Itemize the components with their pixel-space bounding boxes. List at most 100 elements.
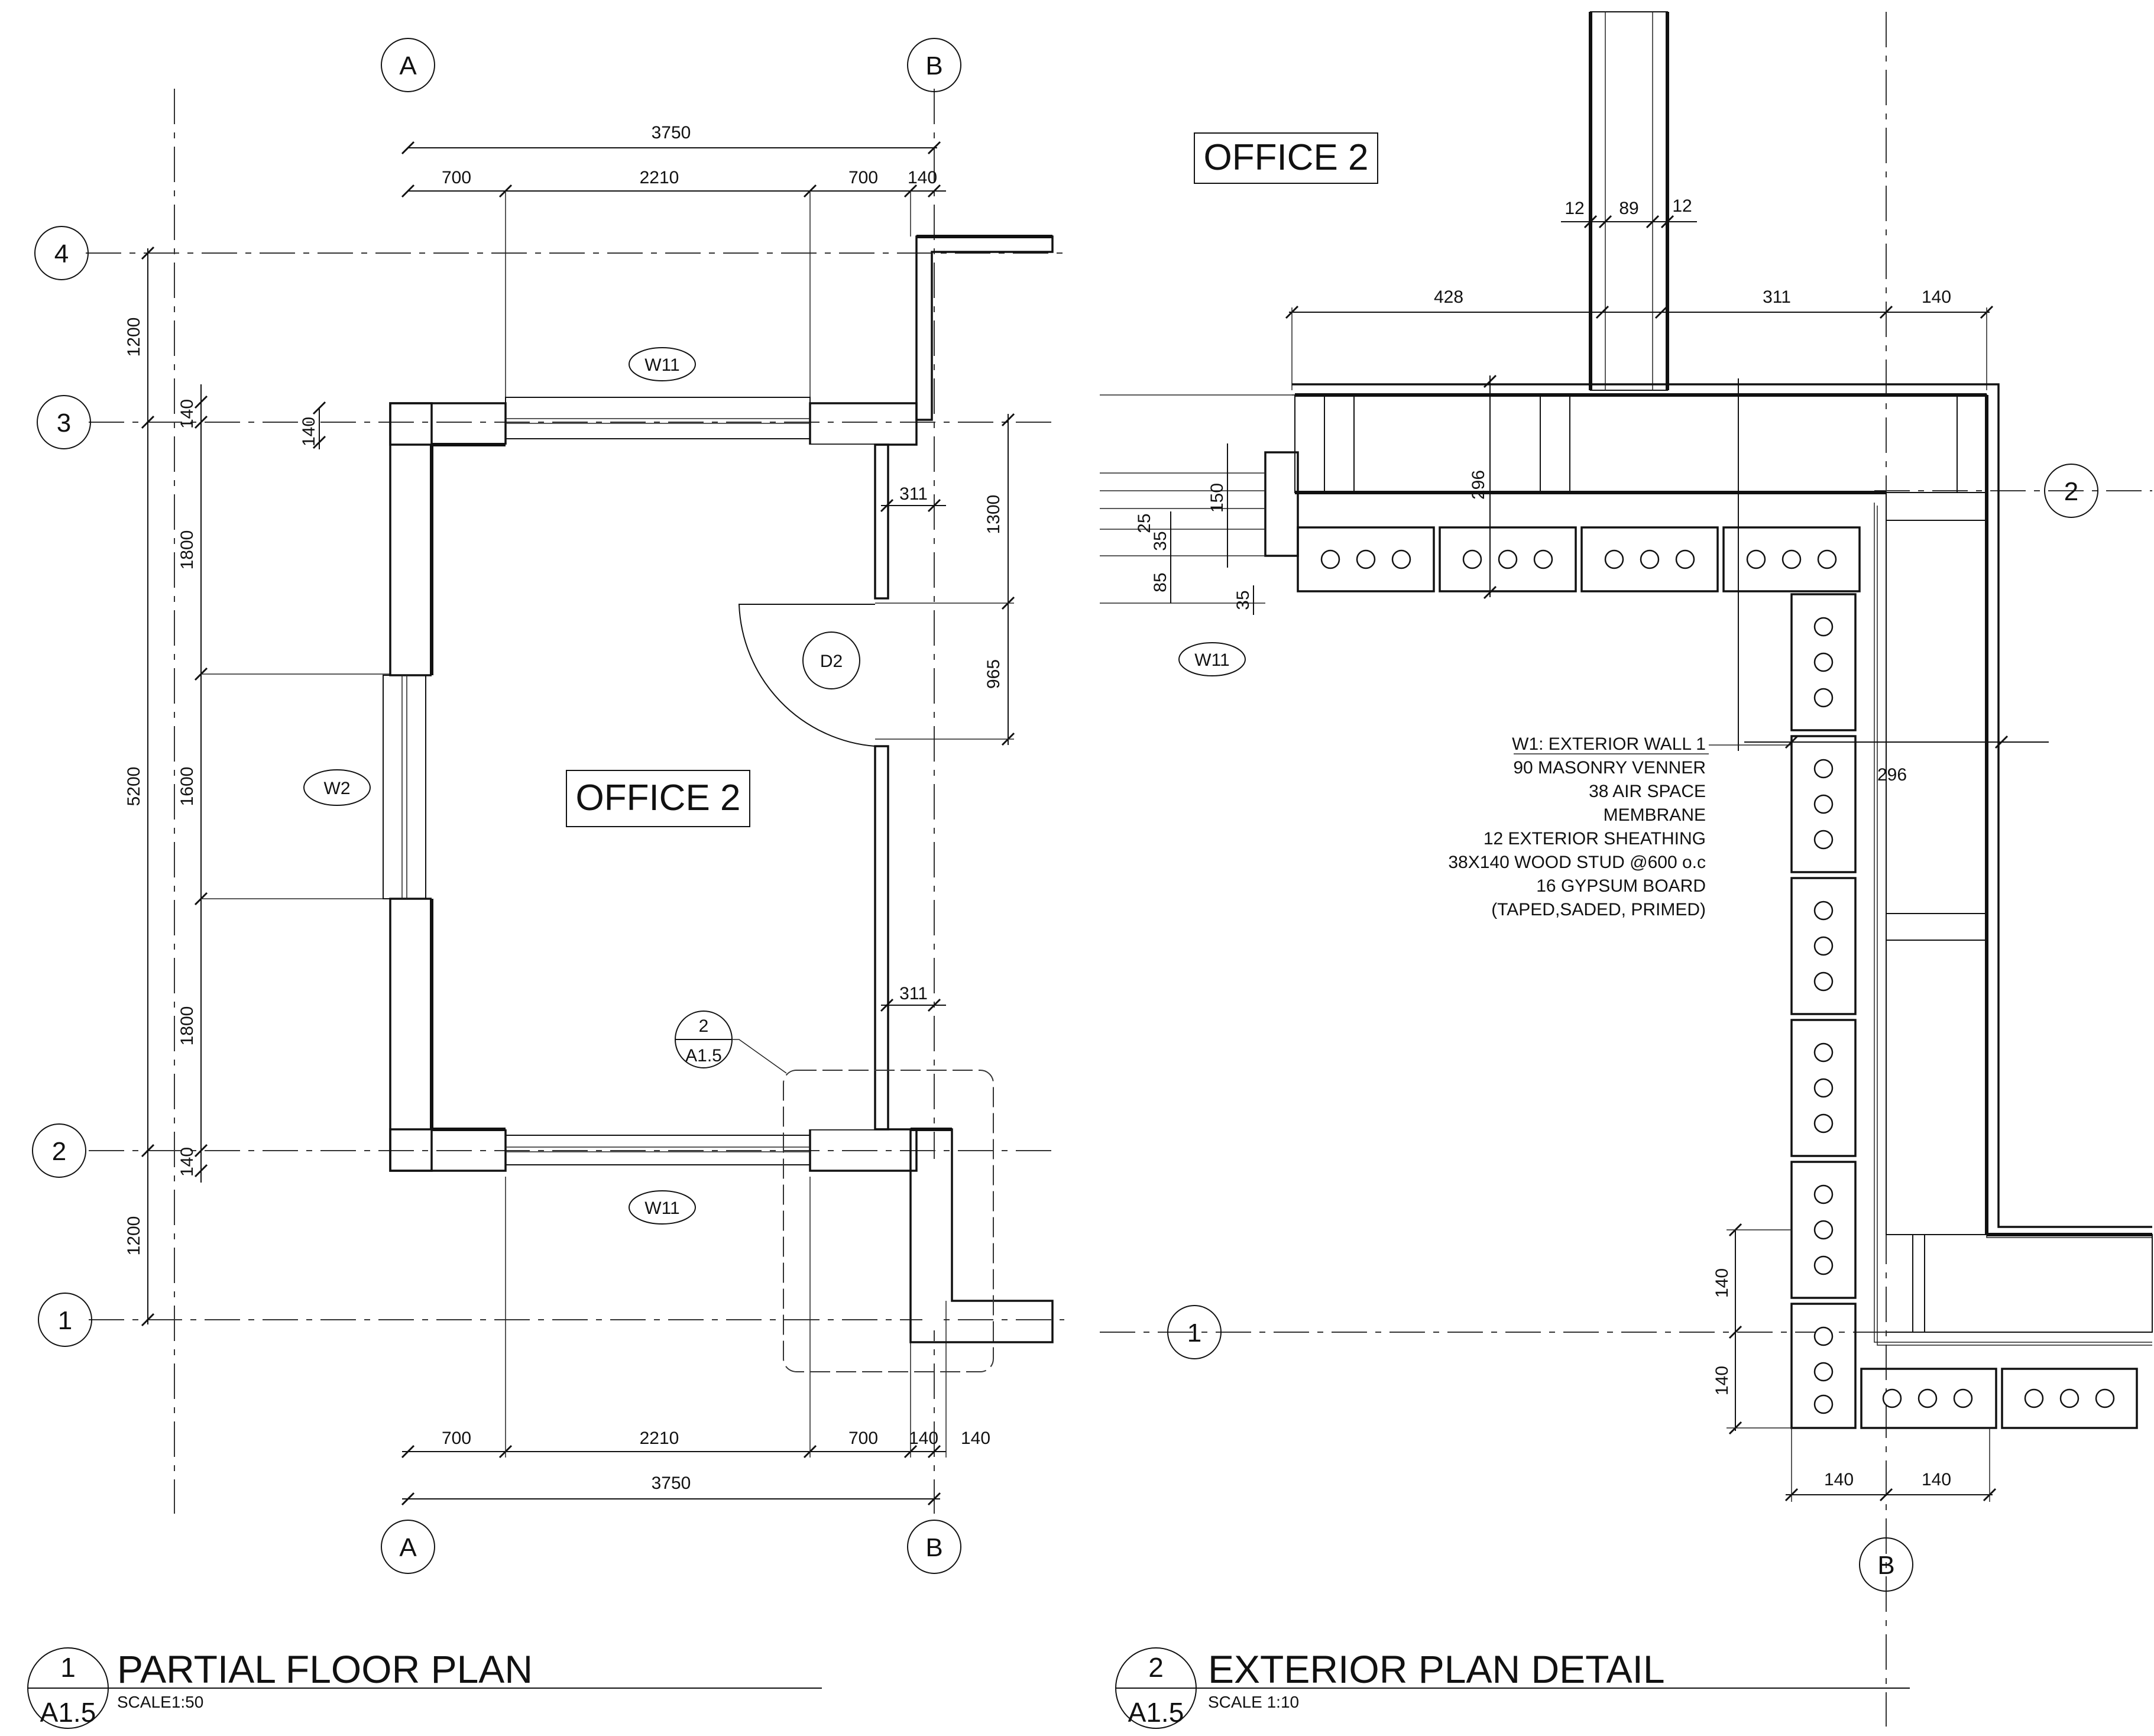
wall-note-line-2: 90 MASONRY VENNER bbox=[1513, 758, 1706, 778]
grid-bubble-2 bbox=[32, 1123, 86, 1178]
dim-bottom-140-vertical-b: 140 bbox=[1712, 1366, 1732, 1395]
wall-note-line-5: 12 EXTERIOR SHEATHING bbox=[1483, 829, 1706, 848]
dim-partition-89: 89 bbox=[1619, 199, 1638, 218]
grid-label-4: 4 bbox=[54, 239, 69, 268]
grid-bubble-a-bottom bbox=[381, 1520, 435, 1574]
wall-note-line-8: (TAPED,SADED, PRIMED) bbox=[1491, 900, 1706, 919]
grid-bubble-3 bbox=[37, 395, 91, 449]
dim-top-140-detail: 140 bbox=[1922, 287, 1951, 307]
grid-bubble-2-detail bbox=[2044, 464, 2098, 518]
masonry-veneer bbox=[1297, 526, 2138, 1429]
dim-jamb-35-b: 35 bbox=[1233, 590, 1253, 610]
dim-bottom-140-vertical-a: 140 bbox=[1712, 1268, 1732, 1298]
dim-left-140-top: 140 bbox=[177, 399, 197, 429]
title-2-number: 2 bbox=[1148, 1652, 1164, 1683]
grid-bubble-b-bottom bbox=[907, 1520, 961, 1574]
wall-note-line-7: 16 GYPSUM BOARD bbox=[1536, 876, 1706, 896]
grid-label-a-bottom: A bbox=[399, 1533, 417, 1562]
window-tag-w11-bottom-label: W11 bbox=[644, 1199, 679, 1218]
right-dimensions: 1300 965 311 311 bbox=[875, 413, 1015, 1012]
grid-bubble-4 bbox=[34, 226, 89, 280]
grid-label-b-detail: B bbox=[1877, 1551, 1894, 1580]
door-tag-d2 bbox=[802, 631, 860, 689]
exterior-plan-detail: 1 2 B OFFICE 2 12 89 12 428 311 140 bbox=[1100, 11, 2153, 1727]
title-2-text: EXTERIOR PLAN DETAIL bbox=[1208, 1647, 1665, 1691]
dim-bottom-140-horizontal-a: 140 bbox=[1824, 1470, 1854, 1489]
dim-bottom-140-horizontal-b: 140 bbox=[1922, 1470, 1951, 1489]
title-2-sheet: A1.5 bbox=[1128, 1697, 1184, 1728]
title-1-text: PARTIAL FLOOR PLAN bbox=[117, 1647, 533, 1691]
windows bbox=[383, 397, 811, 1165]
window-tag-w11-detail bbox=[1178, 642, 1246, 676]
grid-label-b-top: B bbox=[925, 51, 942, 80]
dim-right-311-top: 311 bbox=[899, 484, 928, 504]
room-name-detail: OFFICE 2 bbox=[1203, 137, 1368, 178]
grid-label-1-detail: 1 bbox=[1187, 1319, 1201, 1348]
dim-top-428: 428 bbox=[1434, 287, 1463, 307]
detail-callout-number: 2 bbox=[699, 1016, 709, 1036]
room-tag-box-detail bbox=[1194, 132, 1378, 184]
dim-wall-296-horizontal: 296 bbox=[1877, 765, 1907, 785]
dim-bottom-140-b: 140 bbox=[961, 1429, 990, 1448]
grid-bubble-b-top bbox=[907, 38, 961, 92]
dim-left-1800-bottom: 1800 bbox=[177, 1006, 197, 1046]
dim-wall-296-vertical: 296 bbox=[1469, 470, 1488, 500]
top-dimensions: 3750 700 2210 700 140 bbox=[401, 123, 946, 402]
dim-jamb-25: 25 bbox=[1135, 513, 1154, 533]
dim-overall-bottom: 3750 bbox=[652, 1473, 691, 1493]
title-1-sheet: A1.5 bbox=[40, 1697, 96, 1728]
grid-label-b-bottom: B bbox=[925, 1533, 942, 1562]
dim-bottom-2210: 2210 bbox=[640, 1429, 679, 1448]
dim-top-311: 311 bbox=[1763, 287, 1791, 307]
dim-overall-top: 3750 bbox=[652, 123, 691, 142]
grid-label-3: 3 bbox=[57, 409, 71, 438]
title-1-scale: SCALE1:50 bbox=[117, 1693, 203, 1711]
room-name: OFFICE 2 bbox=[575, 778, 740, 818]
wall-note-line-4: MEMBRANE bbox=[1604, 805, 1706, 825]
dim-jamb-85: 85 bbox=[1151, 572, 1170, 592]
dim-right-965: 965 bbox=[984, 659, 1003, 689]
grid-bubble-a-top bbox=[381, 38, 435, 92]
title-block-1: 1 A1.5 PARTIAL FLOOR PLAN SCALE1:50 bbox=[27, 1647, 822, 1729]
room-tag-box bbox=[566, 770, 750, 827]
door-tag-d2-label: D2 bbox=[820, 652, 843, 671]
detail-callout-sheet: A1.5 bbox=[685, 1046, 722, 1065]
walls bbox=[389, 235, 1054, 1343]
detail-callout-boundary bbox=[783, 1070, 994, 1372]
dim-left-5200: 5200 bbox=[124, 767, 144, 807]
grid-bubble-1 bbox=[38, 1293, 92, 1347]
wall-note-line-3: 38 AIR SPACE bbox=[1589, 782, 1706, 801]
dim-left-1600: 1600 bbox=[177, 767, 197, 807]
dim-jamb-35-a: 35 bbox=[1151, 531, 1170, 550]
door-swing bbox=[738, 604, 876, 747]
dim-partition-12-right: 12 bbox=[1672, 196, 1692, 216]
window-tag-w11-bottom bbox=[629, 1190, 696, 1225]
window-tag-w11-detail-label: W11 bbox=[1194, 650, 1229, 670]
grid-label-a-top: A bbox=[399, 51, 417, 80]
dim-top-140: 140 bbox=[908, 168, 937, 187]
dim-jamb-150: 150 bbox=[1207, 483, 1227, 513]
dim-right-1300: 1300 bbox=[984, 495, 1003, 535]
dim-bottom-700-right: 700 bbox=[848, 1429, 878, 1448]
title-block-2: 2 A1.5 EXTERIOR PLAN DETAIL SCALE 1:10 bbox=[1115, 1647, 1910, 1729]
dim-top-2210: 2210 bbox=[640, 168, 679, 187]
grid-label-2: 2 bbox=[52, 1137, 66, 1166]
dim-bottom-700-left: 700 bbox=[442, 1429, 471, 1448]
window-tag-w2-label: W2 bbox=[324, 779, 351, 798]
dim-left-1200-top: 1200 bbox=[124, 318, 144, 357]
wall-note-line-1: W1: EXTERIOR WALL 1 bbox=[1512, 734, 1706, 754]
window-tag-w11-top-label: W11 bbox=[644, 355, 679, 375]
grid-label-1: 1 bbox=[58, 1306, 72, 1335]
grid-bubble-b-detail bbox=[1859, 1537, 1913, 1592]
wall-note-line-6: 38X140 WOOD STUD @600 o.c bbox=[1448, 853, 1706, 872]
title-2-scale: SCALE 1:10 bbox=[1208, 1693, 1299, 1711]
dim-left-1200-bottom: 1200 bbox=[124, 1216, 144, 1256]
dim-partition-12-left: 12 bbox=[1565, 199, 1584, 218]
dim-top-700-right: 700 bbox=[848, 168, 878, 187]
dim-wall-140: 140 bbox=[299, 417, 319, 446]
left-dimensions: 1200 5200 1200 140 1800 1600 1800 140 14… bbox=[124, 246, 390, 1327]
title-1-number: 1 bbox=[60, 1652, 76, 1683]
dim-top-700-left: 700 bbox=[442, 168, 471, 187]
